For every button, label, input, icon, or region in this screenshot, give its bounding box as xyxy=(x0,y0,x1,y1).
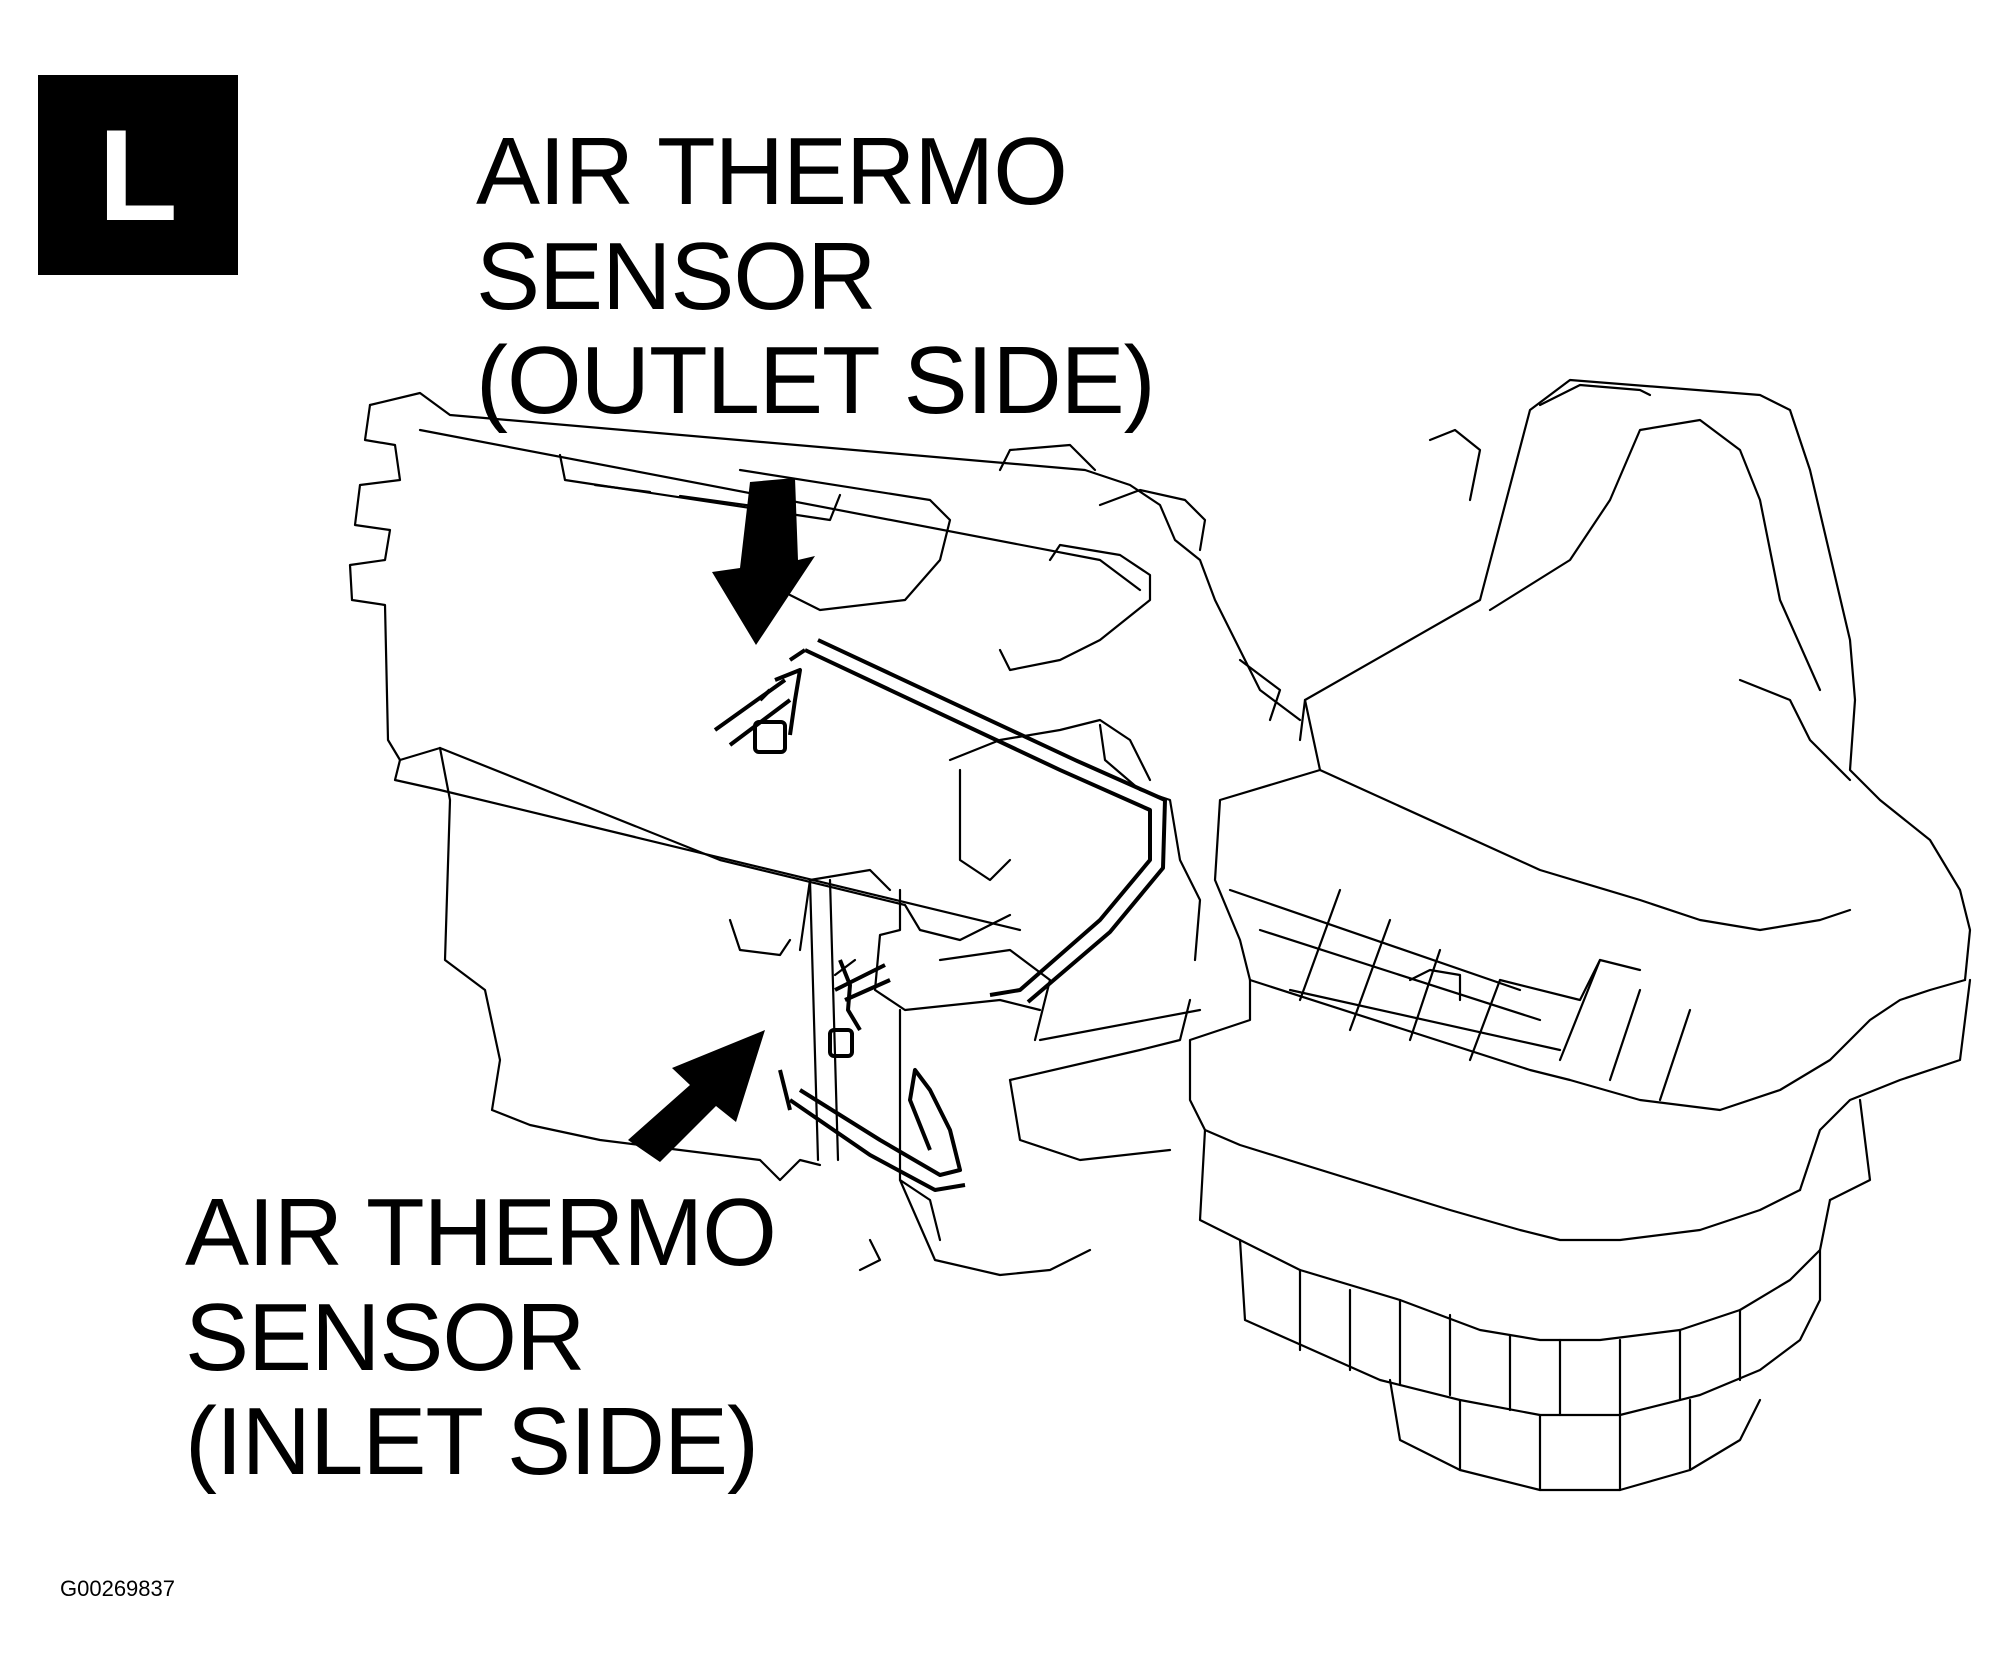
label-line: AIR THERMO xyxy=(476,118,1068,225)
blower-unit-right xyxy=(1188,378,1972,1492)
section-letter: L xyxy=(98,102,178,248)
label-line: SENSOR xyxy=(185,1283,585,1391)
inlet-sensor-arrow xyxy=(628,1030,765,1162)
label-line: SENSOR xyxy=(476,222,876,330)
inlet-side-sensor xyxy=(828,958,891,1058)
heater-case-left xyxy=(348,391,1302,1182)
label-line: (OUTLET SIDE) xyxy=(476,327,1156,435)
inlet-sensor-label: AIR THERMO SENSOR (INLET SIDE) xyxy=(185,1179,777,1496)
outlet-sensor-arrow xyxy=(712,478,815,645)
figure-id: G00269837 xyxy=(60,1576,175,1601)
section-badge: L xyxy=(38,75,238,275)
outlet-side-sensor xyxy=(713,648,807,754)
label-line: AIR THERMO xyxy=(185,1179,777,1286)
label-line: (INLET SIDE) xyxy=(185,1388,759,1496)
duct-middle-section xyxy=(778,638,1202,1277)
outlet-sensor-label: AIR THERMO SENSOR (OUTLET SIDE) xyxy=(476,118,1156,435)
